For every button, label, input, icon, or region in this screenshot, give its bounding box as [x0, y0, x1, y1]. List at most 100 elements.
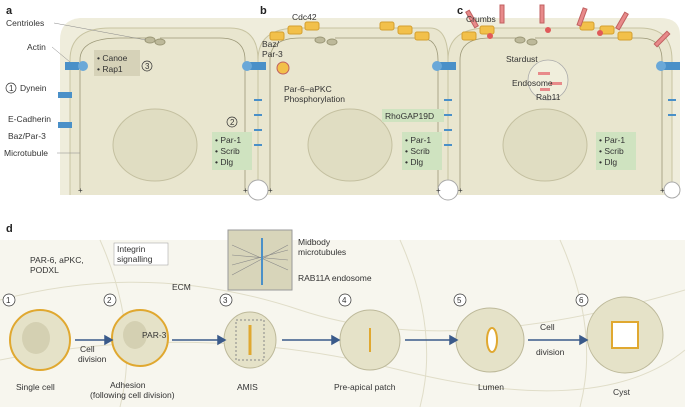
nucleus-c: [502, 108, 588, 182]
step-2-number-d: 2: [107, 296, 112, 305]
leader-centrioles: [53, 22, 147, 41]
label-par6-apkc-d1: PAR-6, aPKC,: [30, 255, 84, 265]
adherens-junction-icons: [58, 61, 680, 128]
junction-bulbs: [247, 179, 681, 201]
label-phosphorylation: Phosphorylation: [284, 94, 345, 104]
label-par1-b: • Par-1: [405, 135, 431, 145]
integrin-box: [113, 242, 169, 266]
endosome-icon: [527, 59, 569, 101]
label-crumbs: Crumbs: [466, 14, 496, 24]
epithelium-panel-abc: + + + + + +: [58, 4, 681, 201]
leader-actin: [51, 46, 71, 63]
amis-zoom-box: [235, 319, 265, 361]
label-microtubule: Microtubule: [4, 148, 48, 158]
label-preapical: Pre-apical patch: [334, 382, 396, 392]
label-rhogap: RhoGAP19D: [385, 111, 434, 121]
label-scrib-a: • Scrib: [215, 146, 240, 156]
septate-junction-marks: [254, 99, 676, 146]
label-par6-apkc: Par-6–aPKC: [284, 84, 332, 94]
nucleus-stage-1: [22, 322, 50, 354]
label-scrib-b: • Scrib: [405, 146, 430, 156]
step-4-number-d: 4: [342, 296, 347, 305]
label-amis: AMIS: [237, 382, 258, 392]
label-cell-division-2b: division: [536, 347, 565, 357]
step-1-circle-a: [5, 82, 17, 94]
label-par1-c: • Par-1: [599, 135, 625, 145]
step-3-circle-a: [141, 60, 153, 72]
par1-box-b: [402, 132, 442, 170]
label-midbody-2: microtubules: [298, 247, 346, 257]
label-dlg-c: • Dlg: [599, 157, 617, 167]
cyst-formation-panel: [0, 229, 685, 407]
label-rab11a: RAB11A endosome: [298, 273, 372, 283]
label-baz-2: Par-3: [262, 49, 283, 59]
label-centrioles: Centrioles: [6, 18, 44, 28]
step-5-number-d: 5: [457, 296, 462, 305]
endosome-cargo-marks: [538, 72, 562, 91]
label-cyst: Cyst: [613, 387, 631, 397]
stage-arrows: [75, 334, 589, 346]
nucleus-a: [112, 108, 198, 182]
label-cell-division-1a: Cell: [80, 344, 95, 354]
step-3-number-d: 3: [223, 296, 228, 305]
step-6-number-d: 6: [579, 296, 584, 305]
label-rab11: Rab11: [536, 92, 561, 102]
label-dynein: Dynein: [20, 83, 47, 93]
label-actin: Actin: [27, 42, 46, 52]
svg-text:+: +: [268, 186, 273, 195]
crumbs-marks: [465, 4, 671, 48]
label-baz-1: Baz/: [262, 39, 280, 49]
step-2-number-a: 2: [230, 118, 235, 127]
step-circles-d: [2, 293, 589, 307]
label-cell-division-1b: division: [78, 354, 107, 364]
label-ecm: ECM: [172, 282, 191, 292]
label-par1-a: • Par-1: [215, 135, 241, 145]
label-scrib-c: • Scrib: [599, 146, 624, 156]
midbody-microtubules: [231, 244, 289, 276]
stardust-marks: [487, 27, 603, 39]
label-dlg-b: • Dlg: [405, 157, 423, 167]
step-2-circle-a: [226, 116, 238, 128]
label-lumen: Lumen: [478, 382, 504, 392]
par1-box-c: [596, 132, 636, 170]
label-rap1: • Rap1: [97, 64, 123, 74]
label-integrin-1: Integrin: [117, 244, 146, 254]
label-adhesion-2: (following cell division): [90, 390, 175, 400]
step-1-number-a: 1: [9, 84, 14, 93]
label-endosome: Endosome: [512, 78, 553, 88]
label-ecadherin: E-Cadherin: [8, 114, 51, 124]
nucleus-b: [307, 108, 393, 182]
par1-box-a: [212, 132, 252, 170]
label-par6-apkc-d2: PODXL: [30, 265, 59, 275]
lumen-mark: [486, 327, 498, 353]
step-3-number-a: 3: [145, 62, 150, 71]
label-cdc42: Cdc42: [292, 12, 317, 22]
svg-text:+: +: [436, 186, 441, 195]
label-canoe: • Canoe: [97, 53, 128, 63]
svg-text:+: +: [458, 186, 463, 195]
nucleus-stage-2: [123, 321, 147, 349]
panel-a-label: a: [6, 5, 13, 17]
cdc42-apical-marks: [269, 21, 633, 41]
label-single-cell: Single cell: [16, 382, 55, 392]
svg-text:+: +: [78, 186, 83, 195]
label-baz-par3-a: Baz/Par-3: [8, 131, 46, 141]
label-midbody-1: Midbody: [298, 237, 331, 247]
par6-apkc-icon: [276, 61, 290, 75]
label-cell-division-2a: Cell: [540, 322, 555, 332]
cyst-lumen-mark: [611, 321, 639, 349]
svg-text:+: +: [243, 186, 248, 195]
step-1-number-d: 1: [6, 296, 11, 305]
svg-text:+: +: [660, 186, 665, 195]
label-stardust: Stardust: [506, 54, 538, 64]
canoe-rap1-box: [94, 50, 140, 76]
ecm-fibres: [0, 239, 685, 407]
label-integrin-2: signalling: [117, 254, 153, 264]
rhogap-box: [382, 109, 444, 122]
label-par3: PAR-3: [142, 330, 167, 340]
label-dlg-a: • Dlg: [215, 157, 233, 167]
label-adhesion-1: Adhesion: [110, 380, 146, 390]
panel-b-label: b: [260, 5, 267, 17]
panel-d-label: d: [6, 223, 13, 235]
